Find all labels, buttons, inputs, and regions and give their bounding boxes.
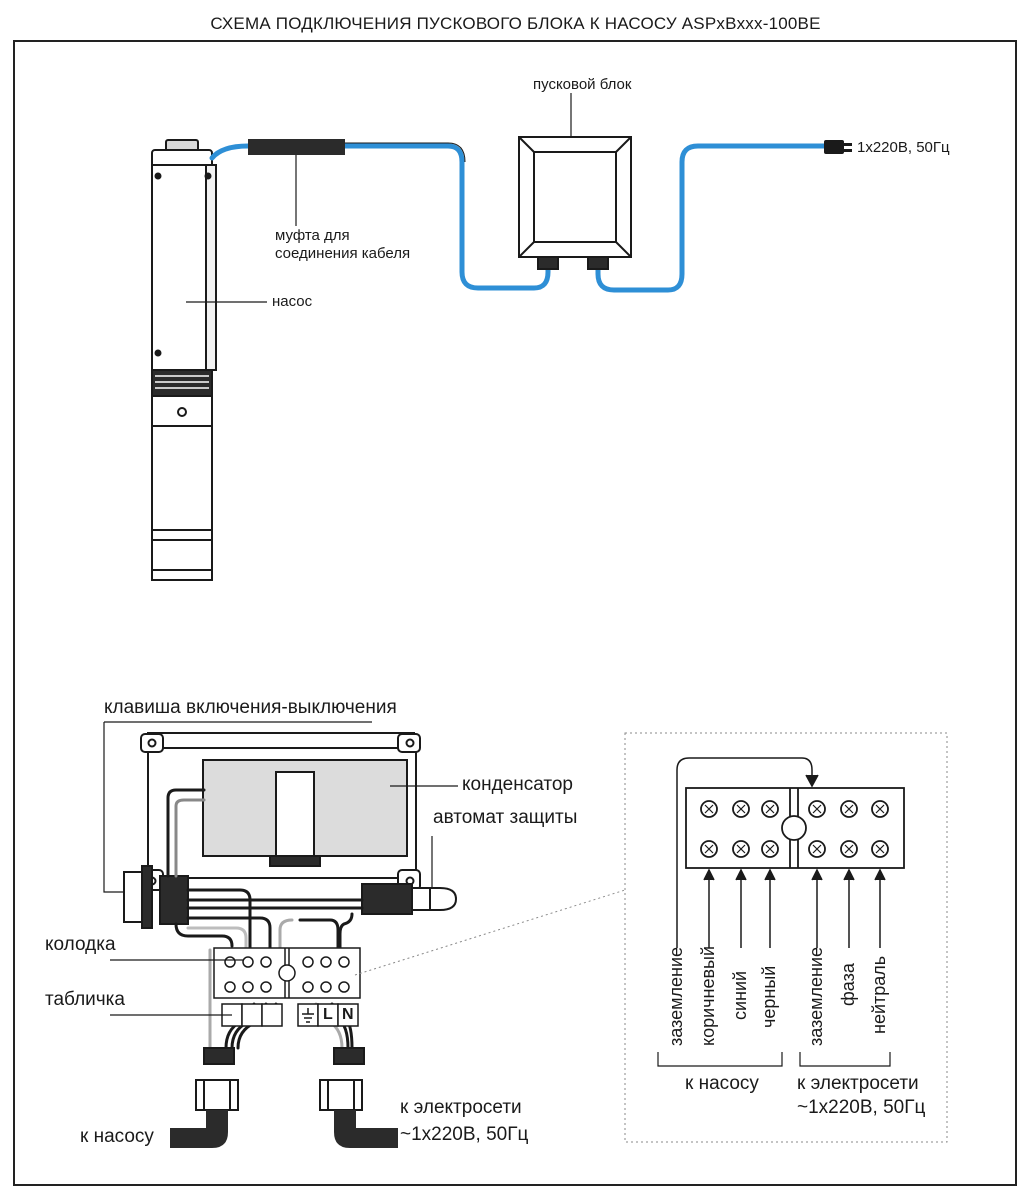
coupling-label-line2: соединения кабеля	[275, 245, 411, 262]
detail-to-mains-line1: к электросети	[797, 1073, 919, 1094]
terminal-mark-l: L	[323, 1006, 333, 1023]
switch-key	[123, 865, 189, 929]
power-plug-label: 1х220В, 50Гц	[857, 139, 950, 156]
switch-key-label: клавиша включения-выключения	[104, 697, 397, 718]
coupling-label-line1: муфта для	[275, 227, 350, 244]
wire-label-black: черный	[759, 965, 779, 1028]
cable-coupling	[248, 139, 345, 155]
start-block	[518, 136, 632, 270]
breaker-drawing	[361, 883, 458, 915]
diagram-title: СХЕМА ПОДКЛЮЧЕНИЯ ПУСКОВОГО БЛОКА К НАСО…	[210, 14, 821, 33]
terminal-block-small	[213, 947, 361, 999]
pump-cable-outline	[345, 142, 466, 163]
capacitor-drawing	[202, 759, 408, 867]
to-pump-label: к насосу	[80, 1126, 154, 1147]
wire-label-phase: фаза	[838, 963, 858, 1006]
leader-lines-top	[186, 93, 572, 303]
inner-wiring	[166, 788, 364, 1050]
external-cables	[170, 1110, 398, 1148]
start-block-label: пусковой блок	[533, 76, 632, 93]
detail-to-mains-line2: ~1х220В, 50Гц	[797, 1097, 926, 1118]
wire-label-brown: коричневый	[698, 945, 718, 1046]
terminal-mark-n: N	[342, 1006, 354, 1023]
callout-connector	[354, 732, 948, 1143]
outer-frame	[13, 40, 1017, 1186]
leader-lines-inner	[103, 721, 458, 1016]
wire-label-ground-mains: заземление	[806, 946, 826, 1046]
cable-line	[209, 143, 829, 293]
wire-label-ground-pump: заземление	[666, 946, 686, 1046]
marking-plate	[221, 1003, 359, 1027]
to-mains-label-line2: ~1х220В, 50Гц	[400, 1124, 529, 1145]
wire-label-neutral: нейтраль	[869, 955, 889, 1034]
pump-label: насос	[272, 293, 313, 310]
pump-drawing	[151, 139, 217, 581]
terminal-block-detail	[685, 787, 905, 869]
power-plug	[824, 140, 852, 154]
to-mains-label-line1: к электросети	[400, 1097, 522, 1118]
group-brackets	[657, 1052, 891, 1067]
terminal-block-label: колодка	[45, 934, 116, 955]
breaker-label: автомат защиты	[433, 807, 578, 828]
plate-label: табличка	[45, 989, 125, 1010]
cable-glands	[195, 1047, 365, 1111]
detail-to-pump-label: к насосу	[685, 1073, 759, 1094]
wire-label-blue: синий	[730, 970, 750, 1020]
capacitor-label: конденсатор	[462, 774, 574, 795]
detail-wires	[676, 757, 886, 948]
